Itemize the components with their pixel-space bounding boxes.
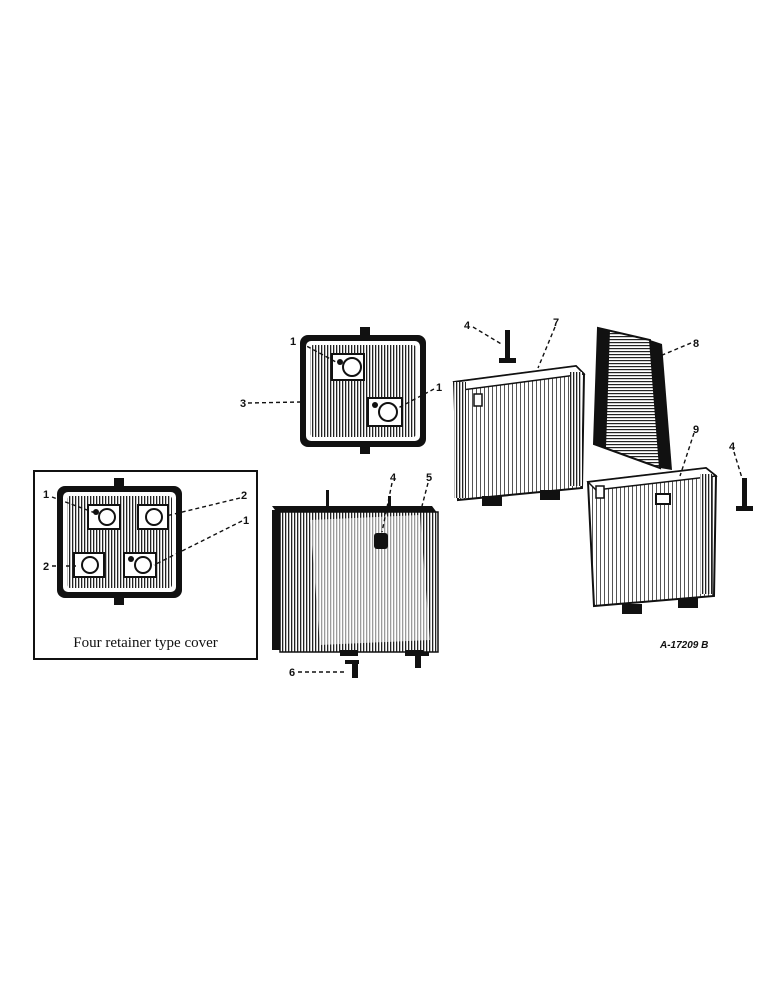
leader-4a	[381, 482, 393, 533]
inset-callout-1a: 1	[43, 489, 49, 501]
inset-callout-1b: 1	[243, 515, 249, 527]
callout-3: 3	[240, 398, 246, 410]
inset-callout-2b: 2	[43, 561, 49, 573]
cover-four-retainer	[57, 478, 182, 605]
callout-4a: 4	[390, 472, 397, 484]
leader-i2a	[165, 497, 241, 517]
spacer-wedge	[592, 326, 672, 470]
leader-i1a	[51, 496, 99, 515]
callout-1a: 1	[290, 336, 296, 348]
inset-callout-2a: 2	[241, 490, 247, 502]
leader-7	[537, 326, 556, 369]
clip-left	[345, 660, 359, 678]
inset-retainer-4	[123, 552, 157, 578]
figure-id: A-17209 B	[660, 640, 709, 651]
inset-frame: Four retainer type cover	[33, 470, 258, 660]
callout-8: 8	[693, 338, 699, 350]
callout-6: 6	[289, 667, 295, 679]
inset-retainer-3	[73, 552, 105, 578]
retainer-upper-left	[331, 353, 365, 381]
leader-4b	[472, 326, 504, 346]
retainer-lower-right	[367, 397, 403, 427]
callout-5: 5	[426, 472, 432, 484]
callout-9: 9	[693, 424, 699, 436]
leader-3	[247, 401, 301, 404]
inset-retainer-1	[87, 504, 121, 530]
callout-1b: 1	[436, 382, 442, 394]
leader-4c	[733, 451, 743, 479]
clip-right	[415, 652, 429, 668]
inset-caption: Four retainer type cover	[73, 635, 218, 651]
callout-4c: 4	[729, 441, 736, 453]
cover-two-retainer	[300, 327, 426, 454]
leader-8	[659, 342, 692, 357]
bolt-right	[736, 478, 753, 511]
leader-i1b	[153, 520, 243, 566]
leader-9	[679, 432, 695, 477]
leader-lines	[51, 326, 743, 673]
leader-5	[421, 482, 429, 507]
callout-4b: 4	[464, 320, 471, 332]
battery-box	[272, 490, 439, 656]
inset-retainer-2	[137, 504, 169, 530]
bolt-upper	[499, 330, 516, 363]
front-shield	[452, 364, 586, 506]
rear-shield	[586, 466, 718, 614]
callout-7: 7	[553, 317, 559, 329]
